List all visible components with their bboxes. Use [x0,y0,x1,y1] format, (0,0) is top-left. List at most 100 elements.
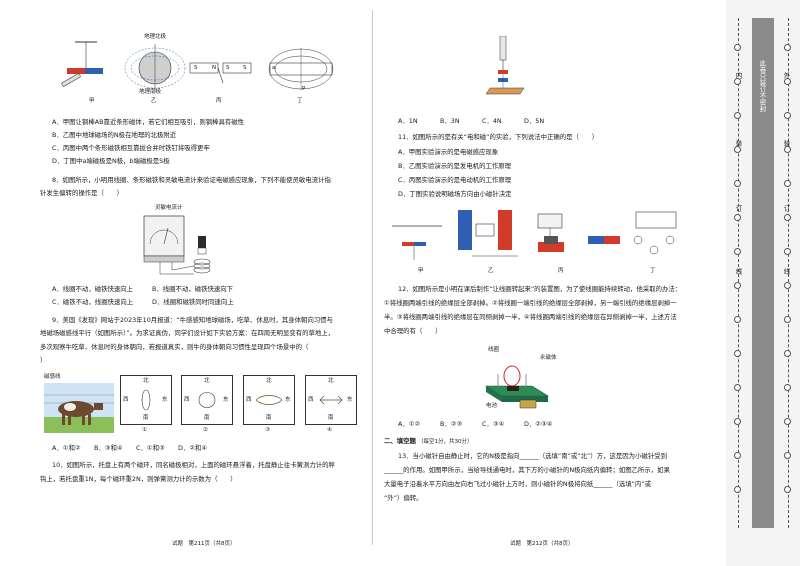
binding-right-ding: 订 [782,205,790,212]
q12-fig-coil: 线圈 [488,347,500,353]
fig-label-jia: 甲 [89,98,95,104]
binding-hole-icon [784,384,791,391]
cow-silhouette-icon [319,395,343,405]
q7-figures [60,41,334,92]
q9-text-line4: ） [40,356,47,364]
q9-scene-2: 北 南 西 东 [181,375,233,425]
binding-hole-icon [784,486,791,493]
q12-text-line3: 半。③将线圈两端引线的绝缘层在同侧剥掉一半，④将线圈两端引线的绝缘层在异侧剥掉一… [384,313,677,321]
cow-silhouette-icon [141,389,151,411]
column-divider [372,10,373,545]
compass-west: 西 [308,397,314,403]
cow-silhouette-icon [255,395,283,405]
q11-option-b: B．乙图实验演示的是发电机的工作原理 [398,162,512,170]
q13-text-line3: 大量电子沿着水平方向由左向右飞过小磁针上方时，则小磁针的N极将向纸______（… [384,480,652,488]
q9-mark-2: ② [203,427,208,433]
binding-hole-icon [784,112,791,119]
q11-text: 11．如图所示的是有关“电和磁”的实验，下列说法中正确的是（ ） [398,133,599,141]
compass-north: 北 [266,378,272,384]
binding-dark-text: 此卷只装订不密封 [758,60,766,112]
binding-left-xian: 线 [734,268,742,275]
compass-west: 西 [123,397,129,403]
q10-option-d: D．5N [524,117,545,125]
compass-east: 东 [285,397,291,403]
compass-south: 南 [204,415,210,421]
q9-mark-4: ④ [327,427,332,433]
binding-hole-icon [734,452,741,459]
q8-option-d: D．线圈和磁铁同时同速向上 [152,298,234,306]
binding-hole-icon [734,486,741,493]
binding-left-zhuang: 装 [734,140,742,147]
q9-scene-1: 北 南 西 东 [120,375,172,425]
q10-text-line2: 钩上，若托盘重1N，每个磁环重2N，则弹簧测力计的示数为（ ） [40,475,237,483]
q13-text-line2: ______的作用。如图甲所示，当给导线通电时，其下方的小磁针的N极向纸内偏转；… [384,466,670,474]
binding-hole-icon [784,78,791,85]
fig-label-ding: 丁 [297,98,303,104]
q10-option-a: A．1N [398,117,418,125]
q11-fig-label-bing: 丙 [558,268,564,274]
left-footer: 试题 第211页（共8页） [172,541,236,547]
compass-west: 西 [184,397,190,403]
q7-option-a: A．甲图让钢棒AB靠近条形磁体，若它们相互吸引，则钢棒具有磁性 [52,118,245,126]
q8-text-line2: 针发生偏转的操作是（ ） [40,189,124,197]
binding-hole-icon [784,44,791,51]
compass-north: 北 [143,378,149,384]
compass-west: 西 [246,397,252,403]
q9-option-d: D．②和④ [178,444,208,452]
binding-hole-icon [784,248,791,255]
fig-annot-n1: N [212,65,217,71]
fig-annot-n2: S [243,65,247,71]
q12-option-a: A．①② [398,420,421,428]
q11-option-c: C．丙图实验演示的是电动机的工作原理 [398,176,512,184]
q11-option-a: A．甲图实验演示的是电磁感应现象 [398,148,499,156]
q10-text-line1: 10．如图所示，托盘上有两个磁环，同名磁极相对，上面的磁环悬浮着，托盘静止往卡簧… [52,461,335,469]
q9-option-a: A．①和② [52,444,81,452]
compass-east: 东 [223,397,229,403]
q10-figure [485,36,525,95]
section-note: （每空1分，共30分） [418,439,473,445]
compass-south: 南 [143,415,149,421]
q10-option-c: C．4N [482,117,502,125]
binding-hole-icon [734,248,741,255]
galvanometer-label: 灵敏电流计 [155,205,183,211]
binding-hole-icon [784,180,791,187]
binding-left-inner: 内 [734,72,742,79]
binding-hole-icon [734,316,741,323]
binding-dash-left [738,18,739,528]
q12-fig-battery: 电池 [486,403,498,409]
fig-annot-south-geo: 地理南极 [139,89,162,95]
q11-fig-label-yi: 乙 [488,268,494,274]
cow-silhouette-icon [198,392,216,408]
compass-north: 北 [204,378,210,384]
q8-option-a: A．线圈不动，磁铁快速向上 [52,285,134,293]
q12-option-d: D．②③④ [524,420,553,428]
binding-hole-icon [734,384,741,391]
fig-annot-s1: S [194,65,198,71]
q11-fig-label-ding: 丁 [650,268,656,274]
binding-hole-icon [784,282,791,289]
q8-figure [143,215,211,275]
q9-scene-3: 北 南 西 东 [243,375,295,425]
q11-option-d: D．丁图实验说明磁场方向由小磁针决定 [398,190,512,198]
binding-hole-icon [734,418,741,425]
binding-right-zhuang: 装 [782,140,790,147]
binding-right-xian: 线 [782,268,790,275]
q12-fig-magnet: 永磁体 [540,355,557,361]
compass-south: 南 [266,415,272,421]
binding-hole-icon [734,146,741,153]
binding-left-ding: 订 [734,205,742,212]
q7-option-d: D．丁图中a端磁极是N极，b端磁极是S极 [52,157,170,165]
binding-hole-icon [734,350,741,357]
binding-hole-icon [784,214,791,221]
q12-text-line2: ①将线圈两端引线的绝缘层全部剥掉。②将线圈一端引线的绝缘层全部剥掉，另一端引线的… [384,299,677,307]
q12-figure [484,365,550,409]
q12-option-b: B．②③ [440,420,463,428]
binding-right-wai: 外 [782,72,790,79]
fig-annot-s2: S [226,65,230,71]
binding-hole-icon [734,44,741,51]
fig-annot-north-geo: 地理北极 [144,34,167,40]
binding-hole-icon [734,112,741,119]
compass-east: 东 [162,397,168,403]
q9-mark-3: ③ [265,427,270,433]
fig-annot-a: a [272,65,276,71]
